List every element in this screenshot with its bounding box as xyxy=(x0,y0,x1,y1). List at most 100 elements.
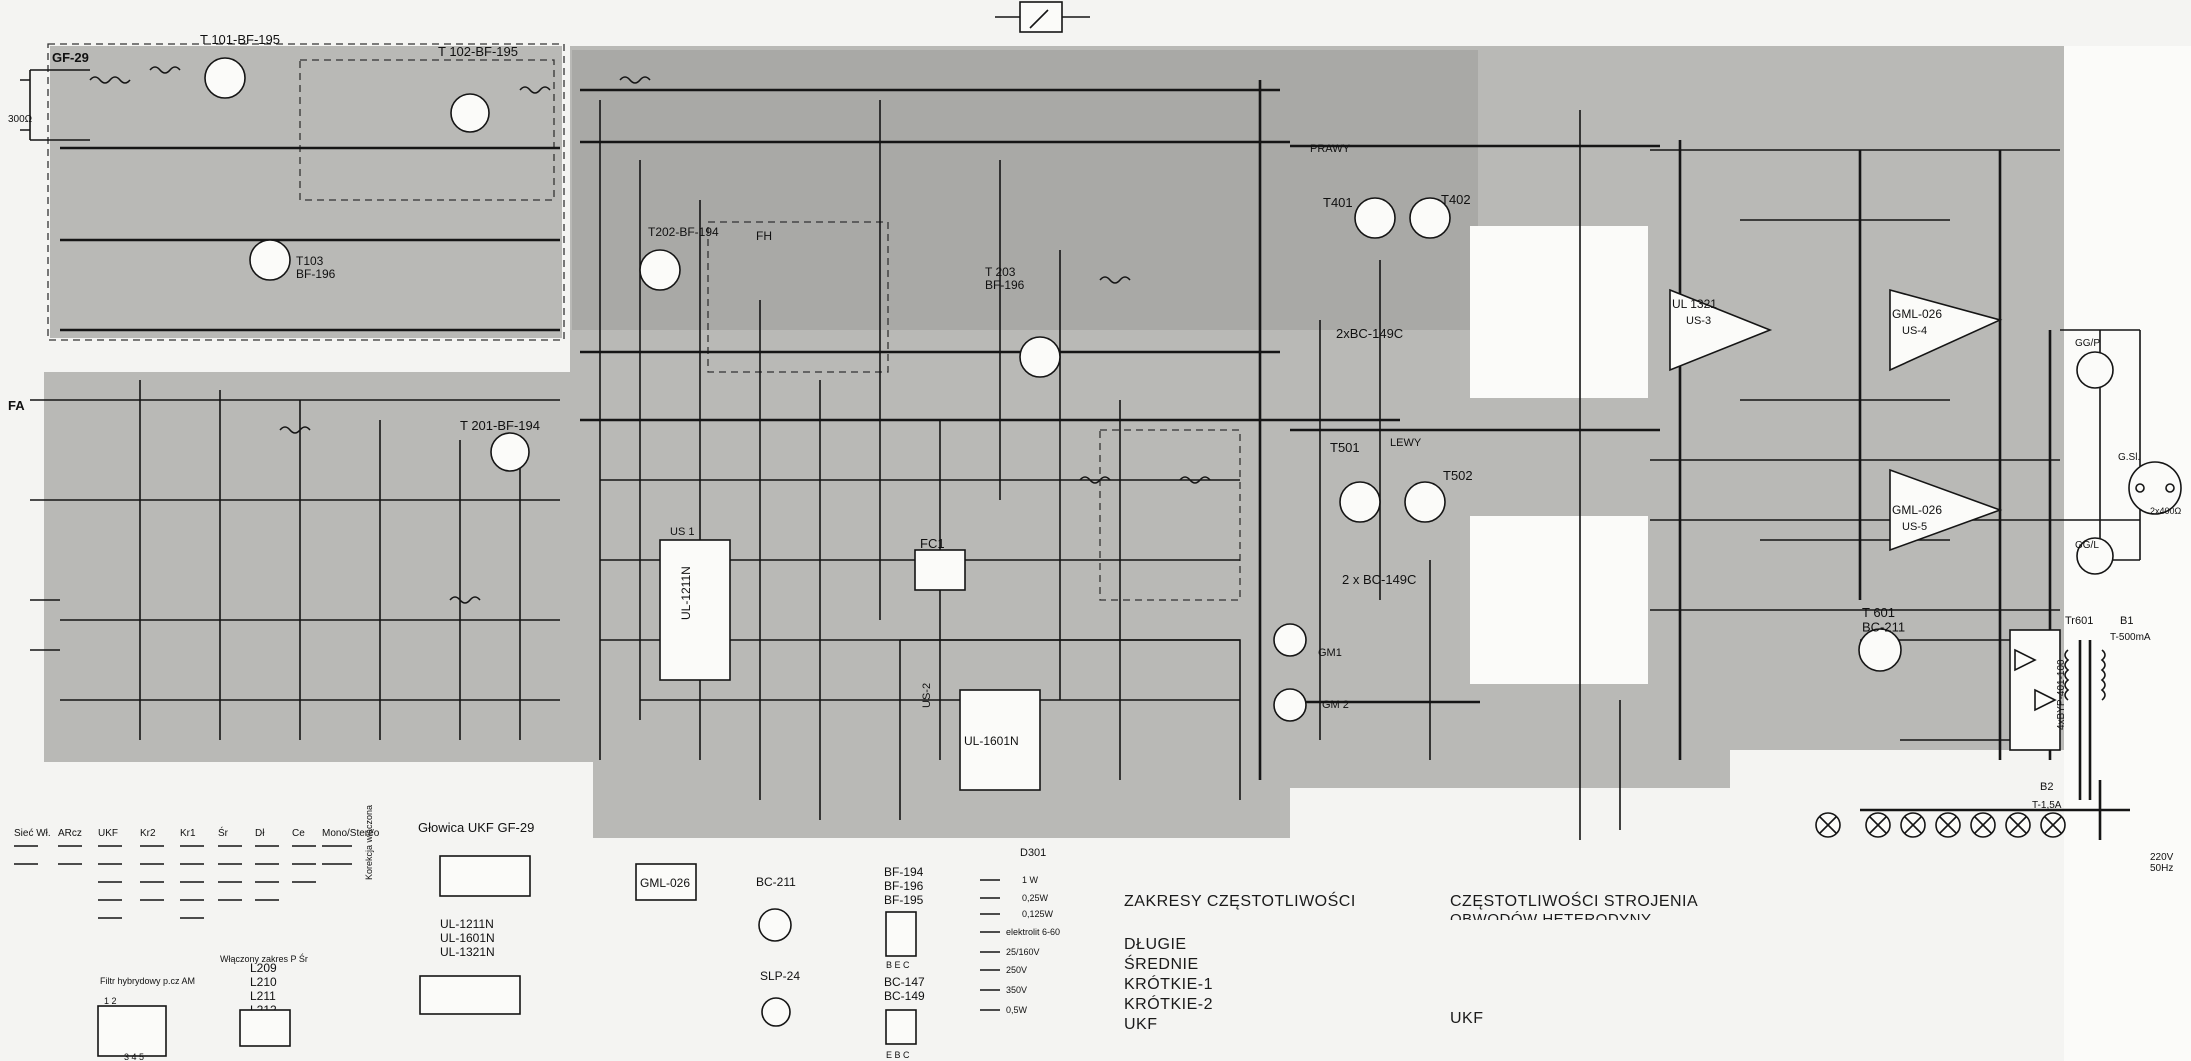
sw-hdr-1: ARcz xyxy=(58,828,82,839)
filter-label: Filtr hybrydowy p.cz AM xyxy=(100,976,195,986)
ranges-title: ZAKRESY CZĘSTOTLIWOŚCI xyxy=(1124,893,1356,910)
sw-hdr-8: Mono/Stereo xyxy=(322,828,380,839)
bf-2: BF-195 xyxy=(884,893,924,907)
component-legend: Głowica UKF GF-29 UL-1211N UL-1601N UL-1… xyxy=(418,820,1060,1060)
t101-label: T 101-BF-195 xyxy=(200,32,280,47)
t402-label: T402 xyxy=(1441,192,1471,207)
tuning-subtitle: OBWODÓW HETERODYNY xyxy=(1450,911,1652,920)
rating-6: 350V xyxy=(1006,985,1027,995)
sw-hdr-9: Korekcja włączona xyxy=(364,805,374,880)
coil-title: Włączony zakres P Śr xyxy=(220,953,308,964)
range-ukf: UKF xyxy=(1124,1016,1158,1033)
gml5-label: GML-026 xyxy=(1892,503,1942,517)
tuning-title: CZĘSTOTLIWOŚCI STROJENIA xyxy=(1450,893,1699,910)
t501-label: T501 xyxy=(1330,440,1360,455)
t102-label: T 102-BF-195 xyxy=(438,44,518,59)
gg-l-label: GG/L xyxy=(2075,540,2099,551)
gsl-label: G.Sl. xyxy=(2118,452,2140,463)
power-supply-symbols xyxy=(2009,629,2106,800)
rating-5: 250V xyxy=(1006,965,1027,975)
tuner-module-panel xyxy=(50,46,562,338)
filter-pins-bottom: 3 4 5 xyxy=(124,1052,144,1061)
bf-1: BF-196 xyxy=(884,879,924,893)
tuner-rf-dashed xyxy=(299,59,555,201)
rating-4: 25/160V xyxy=(1006,947,1040,957)
t401-label: T401 xyxy=(1323,195,1353,210)
tuning-ukf: UKF xyxy=(1450,1010,1484,1027)
ebc-label: E B C xyxy=(886,1050,910,1060)
rating-7: 0,5W xyxy=(1006,1005,1028,1015)
fc1-label: FC1 xyxy=(920,536,945,551)
us1-label: US 1 xyxy=(670,526,694,538)
left-tone-block xyxy=(1470,516,1648,684)
ul1211-label: UL-1211N xyxy=(679,566,693,620)
filter-pins-top: 1 2 xyxy=(104,996,117,1006)
sw-hdr-3: Kr2 xyxy=(140,828,156,839)
rating-0: 1 W xyxy=(1022,875,1039,885)
tr601-label: Tr601 xyxy=(2065,615,2093,627)
lewy-label: LEWY xyxy=(1390,437,1422,449)
ul1601-label: UL-1601N xyxy=(964,734,1019,748)
sw-hdr-7: Ce xyxy=(292,828,305,839)
gml-legend: GML-026 xyxy=(640,876,690,890)
range-krotkie-1: KRÓTKIE-1 xyxy=(1124,976,1213,993)
ic-2: UL-1321N xyxy=(440,945,495,959)
amplifier-blocks xyxy=(659,288,2003,791)
sw-hdr-4: Kr1 xyxy=(180,828,196,839)
dial-lamps xyxy=(1815,812,2066,838)
fa-label: FA xyxy=(8,398,25,413)
us2-label: US-2 xyxy=(921,683,933,708)
sw-hdr-2: UKF xyxy=(98,828,118,839)
bc-0: BC-147 xyxy=(884,975,925,989)
range-krotkie-2: KRÓTKIE-2 xyxy=(1124,996,1213,1013)
sw-hdr-0: Sieć Wł. xyxy=(14,828,51,839)
ranges-list: DŁUGIE ŚREDNIE KRÓTKIE-1 KRÓTKIE-2 UKF xyxy=(1124,935,1213,1035)
ic-0: UL-1211N xyxy=(440,917,494,931)
sw-hdr-5: Śr xyxy=(218,826,229,839)
us3-label: US-3 xyxy=(1686,315,1711,327)
gml4-label: GML-026 xyxy=(1892,307,1942,321)
gm1-label: GM1 xyxy=(1318,647,1342,659)
tuner-label: GF-29 xyxy=(52,50,89,65)
gsl-r-label: 2x400Ω xyxy=(2150,506,2182,516)
bc211-legend: BC-211 xyxy=(756,875,796,889)
ic-1: UL-1601N xyxy=(440,931,495,945)
bec-label: B E C xyxy=(886,960,910,970)
us5-label: US-5 xyxy=(1902,521,1927,533)
range-dlugie: DŁUGIE xyxy=(1124,936,1187,953)
fuse-b2-rating: T-1,5A xyxy=(2032,800,2062,811)
right-tone-block xyxy=(1470,226,1648,398)
d301-label: D301 xyxy=(1020,847,1046,859)
t202-label: T202-BF-194 xyxy=(648,225,719,239)
gm2-label: GM 2 xyxy=(1322,699,1349,711)
fuse-b1-rating: T-500mA xyxy=(2110,632,2151,643)
fh-filter-dashed xyxy=(707,221,889,373)
tuning-meter xyxy=(995,1,1090,33)
transistor-symbols xyxy=(204,57,1902,722)
pair-bottom-label: 2 x BC-149C xyxy=(1342,572,1416,587)
coil-0: L209 xyxy=(250,961,277,975)
prawy-label: PRAWY xyxy=(1310,143,1351,155)
head-title: Głowica UKF GF-29 xyxy=(418,820,534,835)
tuner-dashed-border xyxy=(47,43,565,341)
coil-1: L210 xyxy=(250,975,277,989)
fm-if-panel xyxy=(572,50,1478,330)
bf-0: BF-194 xyxy=(884,865,924,879)
bc-1: BC-149 xyxy=(884,989,925,1003)
fuse-b2-label: B2 xyxy=(2040,781,2053,793)
t502-label: T502 xyxy=(1443,468,1473,483)
gm-dashed xyxy=(1099,429,1241,601)
bridge-label: 4xBYP-401-100 xyxy=(2056,659,2067,730)
rating-2: 0,125W xyxy=(1022,909,1054,919)
gg-p-label: GG/P xyxy=(2075,338,2100,349)
fh-label: FH xyxy=(756,229,772,243)
main-wiring xyxy=(20,69,2141,840)
range-srednie: ŚREDNIE xyxy=(1124,956,1199,973)
fuse-b1-label: B1 xyxy=(2120,615,2133,627)
output-sockets xyxy=(2076,351,2182,575)
